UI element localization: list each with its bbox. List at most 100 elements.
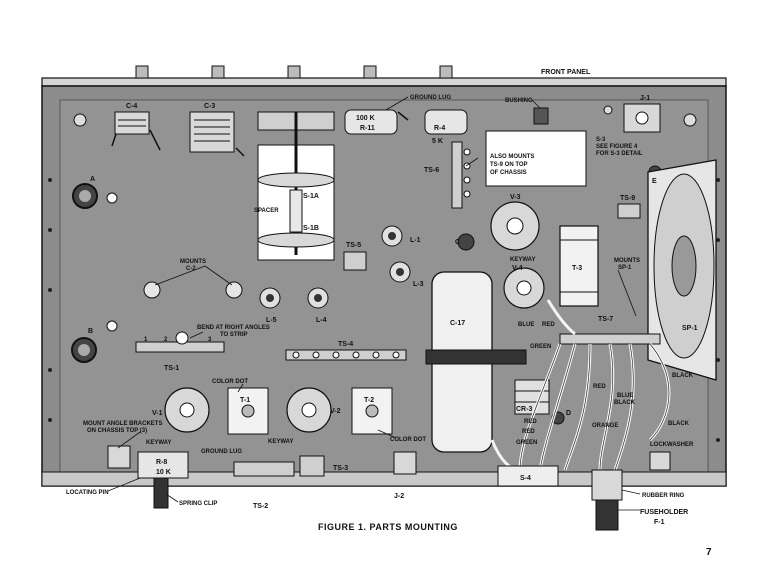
terminal-strip-ts7 bbox=[559, 333, 661, 345]
tube-socket-v4 bbox=[503, 267, 545, 309]
switch-s4 bbox=[497, 465, 559, 487]
panel-knob-stub bbox=[211, 65, 225, 79]
c17-clamp bbox=[425, 349, 527, 365]
label-mounts-sp1-1: MOUNTS bbox=[614, 258, 640, 264]
label-ts6-note-2: TS-9 ON TOP bbox=[490, 162, 528, 168]
label-c: C bbox=[455, 239, 460, 246]
panel-knob-stub bbox=[439, 65, 453, 79]
label-ts6-note-1: ALSO MOUNTS bbox=[490, 154, 534, 160]
terminal-strip-ts9 bbox=[617, 203, 641, 219]
transformer-t3 bbox=[559, 225, 599, 307]
spacer bbox=[289, 189, 303, 233]
label-red-top: RED bbox=[542, 322, 555, 328]
bushing bbox=[533, 107, 549, 125]
panel-knob-stub bbox=[363, 65, 377, 79]
jack-j1 bbox=[603, 103, 661, 133]
label-ts6-note-3: OF CHASSIS bbox=[490, 170, 527, 176]
label-v1: V-1 bbox=[152, 410, 163, 417]
coil-l1 bbox=[381, 225, 403, 247]
figure-caption: FIGURE 1. PARTS MOUNTING bbox=[318, 522, 458, 532]
label-keyway-mid: KEYWAY bbox=[268, 439, 293, 445]
label-c4: C-4 bbox=[126, 103, 137, 110]
label-r8: R-8 bbox=[156, 459, 167, 466]
label-blue-black-1: BLUE bbox=[617, 393, 633, 399]
label-rubber-ring: RUBBER RING bbox=[642, 493, 685, 499]
panel-knob-stub bbox=[287, 65, 301, 79]
label-mount-note-1: MOUNT ANGLE BRACKETS bbox=[83, 421, 162, 427]
label-j2: J-2 bbox=[394, 493, 404, 500]
label-ts1-pin-2: 2 bbox=[164, 337, 168, 343]
label-blue-top: BLUE bbox=[518, 322, 534, 328]
capacitor-c17 bbox=[425, 271, 527, 453]
label-v2: V-2 bbox=[330, 408, 341, 415]
resistor-r4 bbox=[424, 109, 468, 135]
tube-socket-v3 bbox=[490, 201, 540, 251]
c2-mount-left bbox=[143, 281, 161, 299]
wafer-s1b bbox=[257, 232, 335, 248]
label-blue-black-2: BLACK bbox=[614, 400, 636, 406]
label-locating-pin: LOCATING PIN bbox=[66, 490, 109, 496]
label-ts1-pin-3: 3 bbox=[208, 337, 212, 343]
label-ts1-pin-1: 1 bbox=[144, 337, 148, 343]
label-black-1: BLACK bbox=[672, 373, 694, 379]
label-ts4: TS-4 bbox=[338, 341, 353, 348]
terminal-strip-ts1 bbox=[135, 331, 225, 353]
grommet-c bbox=[457, 233, 475, 251]
terminal-strip-ts5 bbox=[343, 251, 367, 271]
label-front-panel: FRONT PANEL bbox=[541, 69, 591, 76]
left-bracket bbox=[107, 445, 131, 469]
label-bend-note-1: BEND AT RIGHT ANGLES bbox=[197, 325, 270, 331]
corner-screw bbox=[73, 113, 87, 127]
label-c17: C-17 bbox=[450, 320, 465, 327]
label-ground-lug-top: GROUND LUG bbox=[410, 95, 451, 101]
label-ts7: TS-7 bbox=[598, 316, 613, 323]
label-color-dot-right: COLOR DOT bbox=[390, 437, 426, 443]
label-v3: V-3 bbox=[510, 194, 521, 201]
wiring-outline bbox=[519, 343, 670, 471]
resistor-r8 bbox=[137, 451, 189, 509]
label-s3-note-3: FOR S-3 DETAIL bbox=[596, 151, 643, 157]
label-mounts-c2-1: MOUNTS bbox=[180, 259, 206, 265]
label-ts6: TS-6 bbox=[424, 167, 439, 174]
label-red-mid: RED bbox=[593, 384, 606, 390]
r8-spring-clip bbox=[153, 477, 169, 509]
label-c3: C-3 bbox=[204, 103, 215, 110]
label-s1b: S-1B bbox=[303, 225, 319, 232]
label-ground-lug-bottom: GROUND LUG bbox=[201, 449, 242, 455]
label-ts1: TS-1 bbox=[164, 365, 179, 372]
label-red-low1: RED bbox=[524, 419, 537, 425]
label-l5: L-5 bbox=[266, 317, 277, 324]
coil-l4 bbox=[307, 287, 329, 309]
label-s1a: S-1A bbox=[303, 193, 319, 200]
label-v4: V-4 bbox=[512, 265, 523, 272]
label-ts3: TS-3 bbox=[333, 465, 348, 472]
wafer-s1a bbox=[257, 172, 335, 188]
lockwasher bbox=[649, 451, 671, 471]
tube-socket-v1 bbox=[164, 387, 210, 433]
label-a: A bbox=[90, 176, 95, 183]
label-ts9: TS-9 bbox=[620, 195, 635, 202]
label-keyway-top: KEYWAY bbox=[510, 257, 535, 263]
label-e: E bbox=[652, 178, 657, 185]
label-ts5: TS-5 bbox=[346, 242, 361, 249]
label-t3: T-3 bbox=[572, 265, 582, 272]
label-mounts-sp1-2: SP-1 bbox=[618, 265, 632, 271]
label-s3-note-2: SEE FIGURE 4 bbox=[596, 144, 638, 150]
label-green-top: GREEN bbox=[530, 344, 551, 350]
transformer-t1 bbox=[227, 387, 269, 435]
jack-j2 bbox=[393, 451, 417, 475]
label-mount-note-2: ON CHASSIS TOP (3) bbox=[87, 428, 147, 434]
fuseholder-f1 bbox=[591, 469, 623, 531]
front-panel bbox=[41, 65, 727, 87]
label-s3-note-1: S-3 bbox=[596, 137, 606, 143]
label-r4-value: 5 K bbox=[432, 138, 443, 145]
label-spacer: SPACER bbox=[254, 208, 279, 214]
label-keyway-left: KEYWAY bbox=[146, 440, 171, 446]
tube-socket-v2 bbox=[286, 387, 332, 433]
label-mounts-c2-2: C-2 bbox=[186, 266, 196, 272]
label-ts2: TS-2 bbox=[253, 503, 268, 510]
label-bushing: BUSHING bbox=[505, 98, 533, 104]
label-spring-clip: SPRING CLIP bbox=[179, 501, 217, 507]
label-r4: R-4 bbox=[434, 125, 445, 132]
label-t2: T-2 bbox=[364, 397, 374, 404]
